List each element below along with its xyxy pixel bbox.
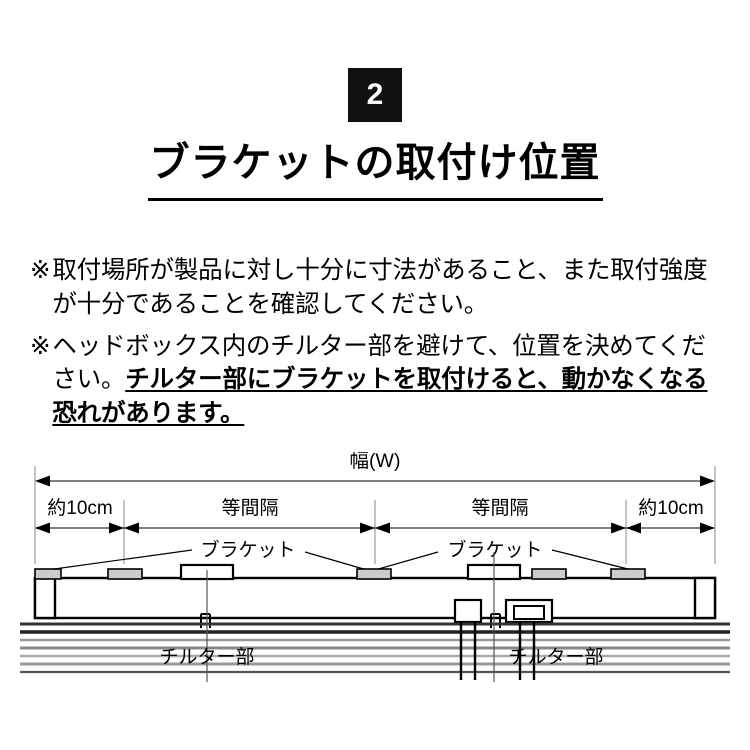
- note-text-wrapper: ヘッドボックス内のチルター部を避けて、位置を決めてください。チルター部にブラケッ…: [52, 330, 726, 431]
- segment-label-equal-spacing-2: 等間隔: [471, 497, 528, 519]
- tilter-box-b-inner: [513, 605, 545, 620]
- segment-label-equal-spacing-1: 等間隔: [221, 497, 278, 519]
- note-item-1: ※ 取付場所が製品に対し十分に寸法があること、また取付強度が十分であることを確認…: [30, 254, 726, 322]
- step-badge-container: 2: [0, 68, 750, 122]
- segment-dimension-line: [35, 522, 715, 534]
- note-item-2: ※ ヘッドボックス内のチルター部を避けて、位置を決めてください。チルター部にブラ…: [30, 330, 726, 431]
- page-title: ブラケットの取付け位置: [149, 141, 601, 185]
- tilter-label-right: チルター部: [508, 647, 604, 668]
- bracket-shape: [610, 568, 646, 580]
- bracket-shape: [531, 568, 567, 580]
- tilter-label-left: チルター部: [159, 647, 255, 668]
- bracket-callout-label-right: ブラケット: [447, 538, 542, 561]
- notes-list: ※ 取付場所が製品に対し十分に寸法があること、また取付強度が十分であることを確認…: [30, 254, 726, 439]
- tilter-cords: [459, 622, 536, 680]
- head-box: [33, 576, 717, 620]
- tilter-box-a: [453, 598, 483, 624]
- title-underline-rule: [148, 198, 603, 201]
- segment-label-right-margin: 約10cm: [638, 497, 703, 519]
- tilter-stub-left: [200, 613, 211, 628]
- step-number-badge: 2: [348, 68, 402, 122]
- note-emphasis-text: チルター部にブラケットを取付けると、動かなくなる恐れがあります。: [52, 366, 708, 428]
- blind-slats: [20, 622, 730, 674]
- bracket-leader-lines: [46, 549, 633, 571]
- note-text: ヘッドボックス内のチルター部を避けて、位置を決めてください。: [52, 332, 706, 394]
- witness-lines: [34, 466, 716, 564]
- segment-label-left-margin: 約10cm: [47, 497, 112, 519]
- bracket-position-diagram: 幅(W) 約10cm 等間隔 等間隔 約10cm: [0, 452, 750, 682]
- bracket-shape: [107, 568, 143, 580]
- bracket-callout-label-left: ブラケット: [200, 538, 295, 561]
- width-dimension-arrow: [35, 475, 715, 487]
- note-text: 取付場所が製品に対し十分に寸法があること、また取付強度が十分であることを確認して…: [52, 257, 708, 318]
- note-bullet-mark: ※: [30, 332, 51, 360]
- width-dimension-label: 幅(W): [350, 452, 401, 472]
- note-bullet-mark: ※: [30, 257, 51, 284]
- tilter-leader-lines: [206, 552, 495, 682]
- bracket-shape: [34, 568, 62, 580]
- tilter-stub-right: [490, 613, 501, 628]
- bracket-shapes: [34, 568, 646, 580]
- tilter-internals: [453, 598, 554, 624]
- bracket-shape: [356, 568, 392, 580]
